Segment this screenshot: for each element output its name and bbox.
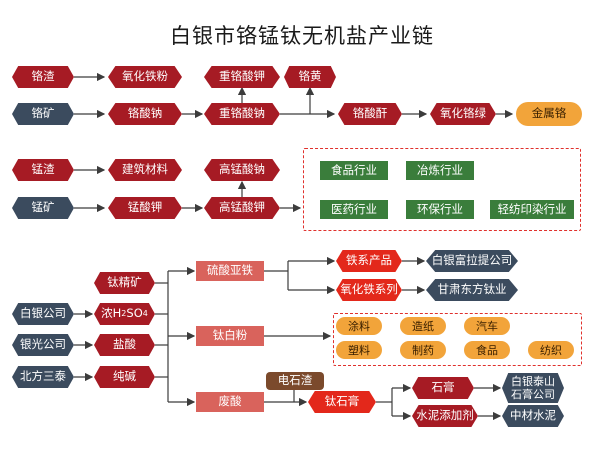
node-gypsum: 石膏 xyxy=(412,377,474,399)
app-automotive: 汽车 xyxy=(464,317,510,335)
company-beifang-santai: 北方三泰 xyxy=(12,366,74,388)
node-building-materials: 建筑材料 xyxy=(108,159,182,181)
node-manganese-ore: 锰矿 xyxy=(12,197,74,219)
node-waste-acid: 废酸 xyxy=(196,392,264,412)
node-hydrochloric-acid: 盐酸 xyxy=(94,334,155,356)
company-baiyin-taishan-gypsum: 白银泰山 石膏公司 xyxy=(502,373,564,403)
app-food: 食品 xyxy=(464,341,510,359)
node-potassium-manganate: 锰酸钾 xyxy=(108,197,182,219)
app-plastics: 塑料 xyxy=(336,341,382,359)
page-title: 白银市铬锰钛无机盐产业链 xyxy=(170,24,434,48)
company-baiyin: 白银公司 xyxy=(12,303,74,325)
node-soda-ash: 纯碱 xyxy=(94,366,155,388)
company-gansu-dongfang: 甘肃东方钛业 xyxy=(426,279,518,301)
node-carbide-slag: 电石渣 xyxy=(266,372,324,390)
node-metallic-chromium: 金属铬 xyxy=(516,102,582,126)
node-titanium-dioxide: 钛白粉 xyxy=(196,326,264,346)
node-potassium-dichromate: 重铬酸钾 xyxy=(204,66,280,88)
node-sodium-dichromate: 重铬酸钠 xyxy=(204,103,280,125)
app-papermaking: 造纸 xyxy=(400,317,446,335)
node-iron-series-products: 铁系产品 xyxy=(336,250,402,272)
industry-food: 食品行业 xyxy=(320,161,388,180)
node-sodium-chromate: 铬酸钠 xyxy=(108,103,182,125)
industries-dashed-group xyxy=(303,148,581,231)
node-iron-oxide-series: 氧化铁系列 xyxy=(336,279,402,301)
node-chromium-slag: 铬渣 xyxy=(12,66,74,88)
node-cement-additive: 水泥添加剂 xyxy=(412,405,478,427)
app-textiles: 纺织 xyxy=(528,341,574,359)
company-yinguang: 银光公司 xyxy=(12,334,74,356)
node-potassium-permanganate: 高锰酸钾 xyxy=(204,197,280,219)
app-pharmaceuticals: 制药 xyxy=(400,341,446,359)
node-ferrous-sulfate: 硫酸亚铁 xyxy=(196,261,264,281)
node-manganese-slag: 锰渣 xyxy=(12,159,74,181)
company-sinoma-cement: 中材水泥 xyxy=(502,405,564,427)
applications-dashed-group xyxy=(333,313,582,366)
node-chromium-oxide-green: 氧化铬绿 xyxy=(430,103,496,125)
node-iron-oxide-powder: 氧化铁粉 xyxy=(108,66,182,88)
node-chrome-yellow: 铬黄 xyxy=(284,66,336,88)
app-coatings: 涂料 xyxy=(336,317,382,335)
industry-environmental: 环保行业 xyxy=(406,200,474,219)
node-chromic-anhydride: 铬酸酐 xyxy=(338,103,402,125)
company-baiyin-fulati: 白银富拉提公司 xyxy=(426,250,518,272)
industry-medicine: 医药行业 xyxy=(320,200,388,219)
node-chromite-ore: 铬矿 xyxy=(12,103,74,125)
industry-textile-dyeing: 轻纺印染行业 xyxy=(490,200,574,219)
node-ilmenite-concentrate: 钛精矿 xyxy=(94,272,155,294)
industry-smelting: 冶炼行业 xyxy=(406,161,474,180)
node-sodium-permanganate: 高锰酸钠 xyxy=(204,159,280,181)
node-titanium-gypsum: 钛石膏 xyxy=(308,391,376,413)
